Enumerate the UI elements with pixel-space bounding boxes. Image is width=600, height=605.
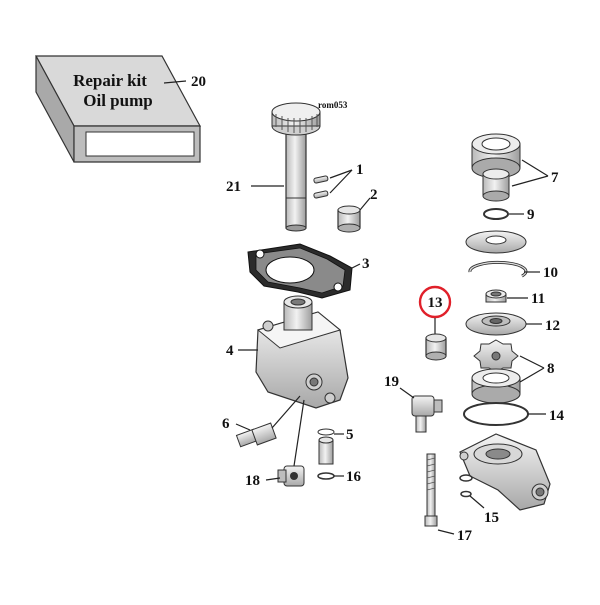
- callout-3: 3: [362, 256, 370, 272]
- part-19-elbow-fitting: [399, 387, 443, 433]
- repair-kit-box: Repair kit Oil pump 20: [34, 55, 206, 163]
- part-11-ring: [485, 289, 528, 303]
- callout-4: 4: [226, 343, 234, 359]
- callout-2: 2: [370, 187, 378, 203]
- highlight-circle: [418, 285, 452, 319]
- callout-18: 18: [245, 473, 260, 489]
- callout-5: 5: [346, 427, 354, 443]
- callout-16: 16: [346, 469, 362, 485]
- callout-15: 15: [484, 510, 499, 526]
- part-4-pump-body: [238, 295, 349, 409]
- part-21-drive-shaft: [251, 102, 321, 232]
- kit-label-line2: Oil pump: [83, 91, 152, 110]
- part-7-outer-rotor: [471, 133, 549, 202]
- part-5-check-valve: [317, 428, 344, 465]
- kit-label-line1: Repair kit: [73, 71, 147, 90]
- part-17-bolt: [424, 453, 455, 535]
- callout-17: 17: [457, 528, 473, 544]
- callout-6: 6: [222, 416, 230, 432]
- callout-19: 19: [384, 374, 399, 390]
- part-9-washer: [483, 208, 524, 220]
- part-13-bushing: [418, 285, 452, 361]
- part-12-plate: [465, 312, 542, 336]
- part-pump-cover: [459, 433, 551, 511]
- part-16-o-ring: [317, 472, 344, 480]
- part-1-pins: [313, 169, 353, 199]
- callout-9: 9: [527, 207, 535, 223]
- callout-7: 7: [551, 170, 559, 186]
- callout-21: 21: [226, 179, 241, 195]
- callout-10: 10: [543, 265, 558, 281]
- part-8-rotor-set: [471, 339, 545, 404]
- part-18-elbow-fitting: [265, 399, 305, 487]
- part-3-gasket: [247, 243, 361, 299]
- callout-1: 1: [356, 162, 364, 178]
- callout-12: 12: [545, 318, 560, 334]
- part-6-fitting: [235, 395, 301, 448]
- part-10-retaining-ring: [468, 260, 540, 278]
- part-separator-plate: [465, 230, 527, 254]
- reference-code: rom053: [318, 100, 348, 110]
- part-14-o-ring: [463, 402, 546, 426]
- callout-8: 8: [547, 361, 555, 377]
- callout-20: 20: [191, 74, 206, 90]
- part-2-bushing: [337, 197, 371, 233]
- callout-11: 11: [531, 291, 545, 307]
- part-15-washer: [459, 474, 485, 509]
- callout-14: 14: [549, 408, 565, 424]
- callout-13-highlighted: 13: [428, 295, 443, 311]
